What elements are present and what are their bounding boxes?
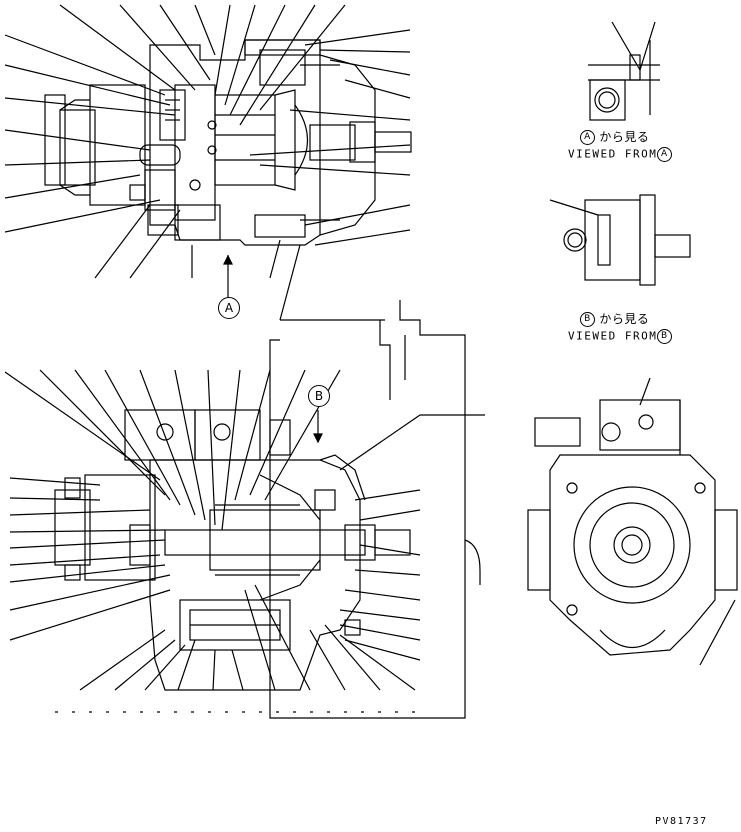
callout-b: B (308, 385, 330, 407)
view-a-marker: A (580, 130, 595, 145)
view-b-marker: B (580, 312, 595, 327)
sectional-view (4, 369, 485, 713)
drawing-code: PV81737 (655, 816, 708, 827)
view-a-marker-en: A (657, 147, 673, 162)
view-b-detail (549, 194, 691, 286)
view-a-jp-label: A から見る (580, 128, 649, 145)
top-pump-view (4, 4, 412, 321)
view-a-jp-text: から見る (599, 130, 650, 144)
view-b-jp-text: から見る (599, 312, 650, 326)
view-b-jp-label: B から見る (580, 310, 649, 327)
view-a-detail (588, 21, 660, 121)
view-b-marker-en: B (657, 329, 673, 344)
callout-a: A (218, 297, 240, 319)
connector-lines (269, 300, 481, 719)
front-view (527, 377, 738, 666)
view-b-en-text: VIEWED FROM (568, 329, 658, 343)
view-a-en-text: VIEWED FROM (568, 147, 658, 161)
